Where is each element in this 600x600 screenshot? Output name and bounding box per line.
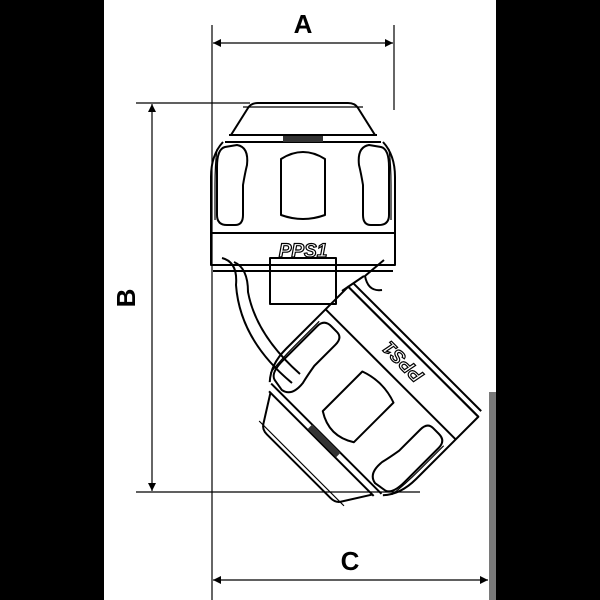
dimension-c-label: C (341, 546, 360, 576)
edge-strip (489, 392, 496, 600)
lower-fitting: PPS1 (232, 281, 484, 533)
elbow-body (221, 257, 385, 384)
dimension-a-label: A (294, 9, 313, 39)
drawing-sheet (104, 0, 496, 600)
dimension-b-label: B (111, 289, 141, 308)
lower-brand-marking: PPS1 (379, 337, 428, 386)
upper-fitting: PPS1 (210, 102, 396, 272)
upper-brand-marking: PPS1 (279, 241, 328, 262)
